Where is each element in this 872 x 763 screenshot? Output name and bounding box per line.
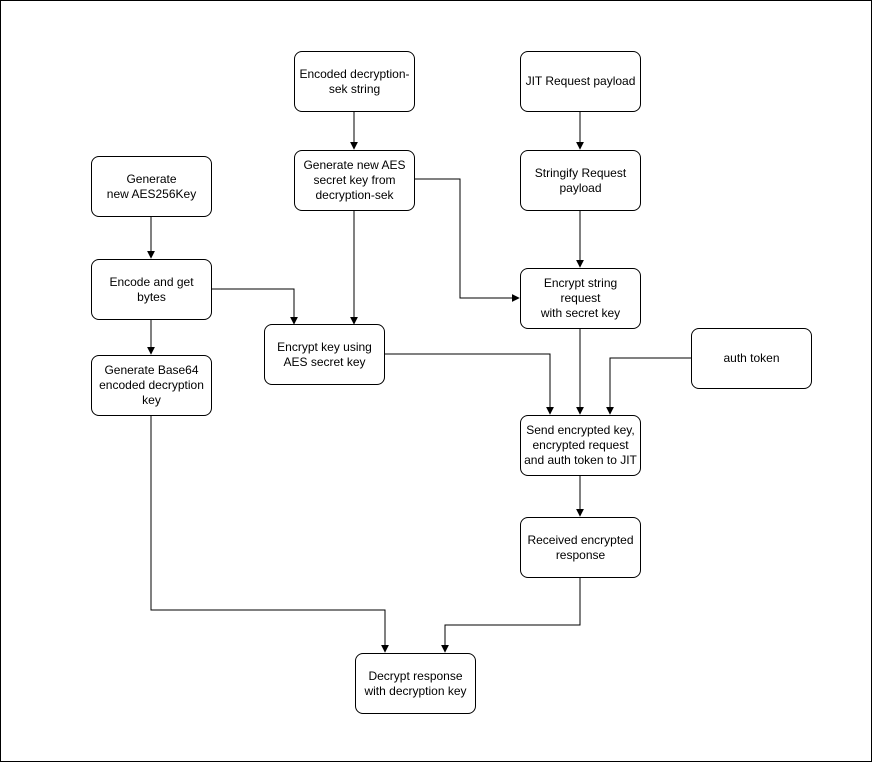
- node-generate-aes256-key: Generate new AES256Key: [91, 156, 212, 217]
- node-encode-and-get-bytes: Encode and get bytes: [91, 259, 212, 320]
- node-encrypt-key: Encrypt key using AES secret key: [264, 324, 385, 385]
- edge-base64-to-decrypt: [150, 415, 389, 653]
- node-stringify-request-payload: Stringify Request payload: [520, 150, 641, 211]
- node-received-encrypted-response: Received encrypted response: [520, 517, 641, 578]
- node-decrypt-response: Decrypt response with decryption key: [355, 653, 476, 714]
- node-jit-request-payload: JIT Request payload: [520, 51, 641, 112]
- node-generate-aes-secret-key: Generate new AES secret key from decrypt…: [294, 150, 415, 211]
- edge-generate-aes-secret-to-encrypt-string: [415, 178, 520, 302]
- edge-received-to-decrypt: [441, 578, 581, 653]
- node-send-to-jit: Send encrypted key, encrypted request an…: [520, 415, 641, 476]
- node-encrypt-string-request: Encrypt string request with secret key: [520, 268, 641, 329]
- node-generate-base64-key: Generate Base64 encoded decryption key: [91, 355, 212, 416]
- node-encoded-decryption-sek: Encoded decryption- sek string: [294, 51, 415, 112]
- node-auth-token: auth token: [691, 328, 812, 389]
- edge-encrypt-key-to-send: [385, 353, 554, 415]
- edge-auth-token-to-send: [606, 357, 691, 415]
- edge-encode-to-encrypt-key: [212, 288, 298, 325]
